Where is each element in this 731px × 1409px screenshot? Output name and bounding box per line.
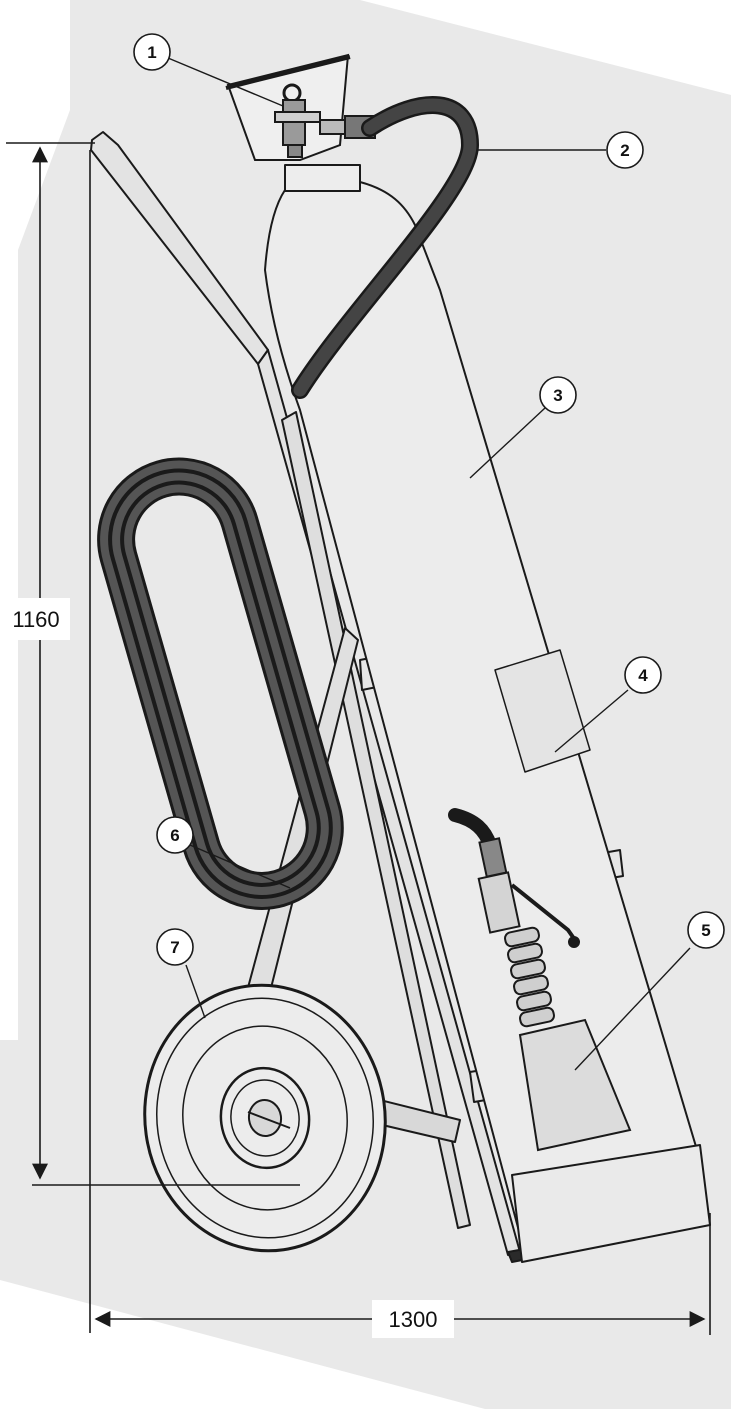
- callout-leaders: [167, 57, 691, 1071]
- discharge-valve: [477, 837, 632, 1152]
- label-plate: [494, 649, 591, 773]
- callout-2: 2: [606, 131, 644, 169]
- callout-7: 7: [156, 928, 194, 966]
- callout-5-number: 5: [701, 921, 710, 940]
- dimension-lines: [6, 142, 711, 1335]
- hose: [97, 96, 497, 910]
- width-dimension-label: 1300: [389, 1307, 438, 1332]
- callout-1-number: 1: [147, 43, 156, 62]
- callout-2-number: 2: [620, 141, 629, 160]
- discharge-horn: [518, 1018, 632, 1152]
- callout-3-number: 3: [553, 386, 562, 405]
- inner-rail: [281, 411, 471, 1229]
- callout-4: 4: [624, 656, 662, 694]
- valve: [274, 83, 376, 158]
- cylinder-neck: [284, 164, 361, 192]
- callout-5: 5: [687, 911, 725, 949]
- cylinder: [264, 164, 711, 1263]
- callout-1: 1: [133, 33, 171, 71]
- cylinder-body: [264, 181, 701, 1236]
- callout-3: 3: [539, 376, 577, 414]
- height-dimension-label: 1160: [12, 607, 59, 632]
- callout-6: 6: [156, 816, 194, 854]
- callout-6-number: 6: [170, 826, 179, 845]
- callout-7-number: 7: [170, 938, 179, 957]
- callout-4-number: 4: [638, 666, 648, 685]
- height-label-bg: [2, 598, 70, 640]
- width-label-bg: [372, 1300, 454, 1338]
